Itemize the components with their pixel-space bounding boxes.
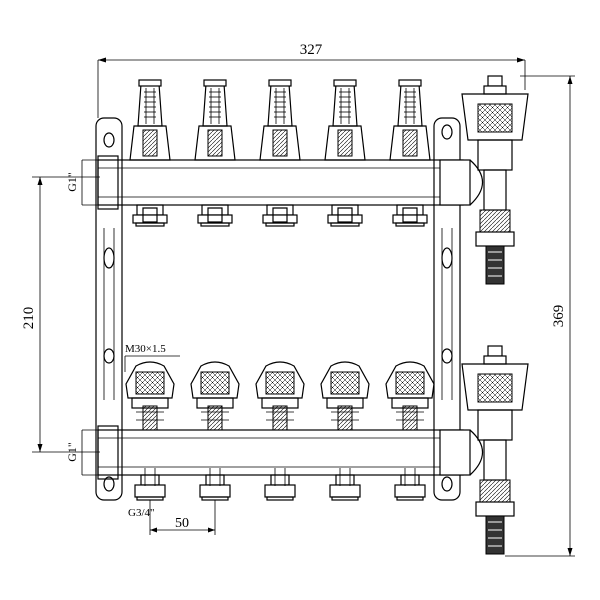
valve-unit	[190, 361, 240, 501]
valve-thread-label: M30×1.5	[125, 343, 166, 355]
left-bracket	[95, 117, 123, 501]
flowmeter-unit	[259, 79, 301, 227]
flowmeter-unit	[389, 79, 431, 227]
valve-unit	[385, 361, 435, 501]
height-dimension-label: 369	[551, 305, 567, 328]
spacing-dimension: 210	[21, 176, 100, 453]
width-dimension: 327	[97, 42, 526, 118]
lower-vent-assembly	[461, 345, 529, 555]
upper-vent-assembly	[461, 75, 529, 285]
inlet-thread-top-label: G1"	[65, 172, 79, 192]
valve-unit	[320, 361, 370, 501]
spacing-dimension-label: 210	[21, 307, 37, 330]
inlet-thread-top: G1"	[65, 159, 100, 206]
flowmeter-unit	[129, 79, 171, 227]
inlet-thread-bottom: G1"	[65, 429, 100, 476]
height-dimension: 369	[505, 75, 575, 557]
flowmeter-unit	[194, 79, 236, 227]
lower-manifold	[97, 425, 484, 480]
right-bracket	[433, 117, 461, 501]
lower-outlet-units	[125, 361, 435, 501]
inlet-thread-bottom-label: G1"	[65, 442, 79, 462]
valve-unit	[255, 361, 305, 501]
outlet-thread-label: G3/4"	[128, 507, 155, 519]
valve-unit	[125, 361, 175, 501]
pitch-dimension: 50	[149, 500, 216, 535]
width-dimension-label: 327	[300, 42, 323, 58]
upper-outlet-units	[129, 79, 431, 227]
upper-manifold	[97, 155, 484, 210]
pitch-dimension-label: 50	[175, 516, 189, 531]
flowmeter-unit	[324, 79, 366, 227]
